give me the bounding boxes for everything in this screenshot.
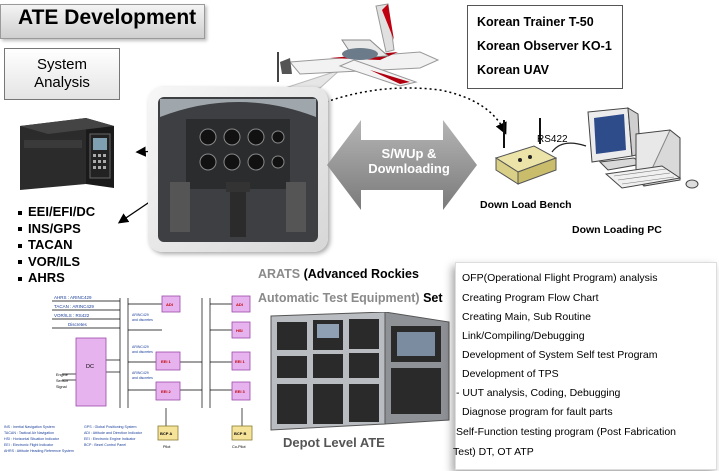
download-pc-image	[587, 107, 699, 189]
swup-line1: S/WUp &	[381, 146, 437, 161]
avionics-list: EEI/EFI/DC INS/GPS TACAN VOR/ILS AHRS	[18, 204, 95, 287]
arats-title: (Advanced Rockies	[300, 267, 419, 281]
avionics-item: EEI/EFI/DC	[18, 204, 95, 221]
download-bench-image	[494, 118, 558, 185]
box-label: ADI	[166, 302, 173, 307]
aircraft-list-box: Korean Trainer T-50 Korean Observer KO-1…	[467, 5, 623, 89]
eei-box	[231, 351, 251, 371]
avionics-item: TACAN	[18, 237, 95, 254]
arats-set: Set	[419, 291, 443, 305]
box-label: HSI	[236, 328, 243, 333]
bcp-box	[157, 425, 179, 441]
diagram-label: AHRS : ARINC429	[54, 295, 92, 300]
task-item: Diagnose program for fault parts	[462, 406, 613, 418]
diagram-label: Discretes	[68, 322, 88, 327]
system-analysis-line1: System	[36, 56, 87, 73]
box-label: EEI 3	[235, 389, 246, 394]
adi-box	[231, 295, 251, 313]
download-pc-label: Down Loading PC	[572, 224, 662, 236]
task-item: Development of System Self test Program	[462, 349, 658, 361]
cockpit-photo	[148, 87, 328, 252]
swup-line2: Downloading	[368, 161, 450, 176]
page-title: ATE Development	[18, 6, 197, 29]
avionics-item: VOR/ILS	[18, 254, 95, 271]
title-banner	[0, 4, 205, 39]
aircraft-item: Korean Trainer T-50	[477, 15, 594, 29]
bcp-box	[231, 425, 253, 441]
diagram-label: TACAN : ARINC429	[54, 304, 94, 309]
arats-line2: Automatic Test Equipment) Set	[258, 291, 443, 305]
swup-label: S/WUp & Downloading	[364, 146, 454, 176]
download-bench-label: Down Load Bench	[480, 199, 572, 211]
aircraft-image	[277, 3, 440, 87]
avionics-item: AHRS	[18, 270, 95, 287]
bcp-label: BCP B	[234, 431, 246, 436]
legend-entry: HSI : Horizontal Situation Indicator	[4, 437, 60, 441]
avionics-item: INS/GPS	[18, 221, 95, 238]
arats-subtitle: Automatic Test Equipment)	[258, 291, 420, 305]
rs422-label: RS422	[537, 134, 568, 145]
arats-acronym: ARATS	[258, 267, 301, 281]
box-label: EEI 2	[161, 389, 172, 394]
legend-entry: TACAN : Tactical Air Navigation	[4, 431, 54, 435]
task-item: Development of TPS	[462, 368, 559, 380]
legend-entry: BCP : Bezel Control Panel	[84, 443, 126, 447]
eei-box	[155, 381, 181, 401]
legend-entry: GPS : Global Positioning System	[84, 425, 137, 429]
task-item: - UUT analysis, Coding, Debugging	[456, 387, 621, 399]
system-analysis-line2: Analysis	[34, 74, 90, 91]
avionics-unit-image	[20, 118, 114, 190]
task-item: Creating Main, Sub Routine	[462, 311, 591, 323]
task-item: Link/Compiling/Debugging	[462, 330, 585, 342]
adi-box	[161, 295, 181, 313]
bcp-label: BCP A	[160, 431, 172, 436]
box-label: EEI 1	[161, 359, 172, 364]
task-item: OFP(Operational Flight Program) analysis	[462, 272, 658, 284]
legend-entry: EEI : Electronic Engine Indicator	[84, 437, 136, 441]
box-label: EEI 1	[235, 359, 246, 364]
task-item: Creating Program Flow Chart	[462, 292, 599, 304]
swup-double-arrow	[327, 120, 477, 210]
legend-entry: EEI : Electronic Flight Indicator	[4, 443, 54, 447]
legend-entry: AHRS : Attitude Heading Reference System	[4, 449, 74, 453]
eei-box	[231, 381, 251, 401]
arats-line1: ARATS (Advanced Rockies	[258, 267, 419, 281]
task-item: Test) DT, OT ATP	[453, 446, 534, 458]
task-list-panel: OFP(Operational Flight Program) analysis…	[453, 262, 717, 470]
diagram-label: VOR/ILS : RS422	[54, 313, 90, 318]
legend-entry: INS : Inertial Navigation System	[4, 425, 55, 429]
rs422-cable	[551, 142, 587, 153]
dc-box	[75, 337, 107, 407]
aircraft-item: Korean UAV	[477, 63, 550, 77]
cockpit-image	[158, 97, 318, 242]
legend-entry: ADI : Attitude and Direction Indicator	[84, 431, 143, 435]
bcp-owner: Pilot	[163, 445, 171, 449]
avionics-block-diagram: AHRS : ARINC429 TACAN : ARINC429 VOR/ILS…	[4, 295, 253, 453]
hsi-box	[231, 321, 251, 339]
dc-label: DC	[86, 364, 94, 370]
depot-ate-label: Depot Level ATE	[283, 435, 385, 450]
eei-box	[155, 351, 181, 371]
aircraft-item: Korean Observer KO-1	[477, 39, 612, 53]
bcp-owner: Co-Pilot	[232, 445, 246, 449]
ate-rack-image	[270, 312, 450, 431]
system-analysis-box: System Analysis	[4, 48, 120, 100]
task-item: Self-Function testing program (Post Fabr…	[456, 426, 677, 438]
box-label: ADI	[236, 302, 243, 307]
